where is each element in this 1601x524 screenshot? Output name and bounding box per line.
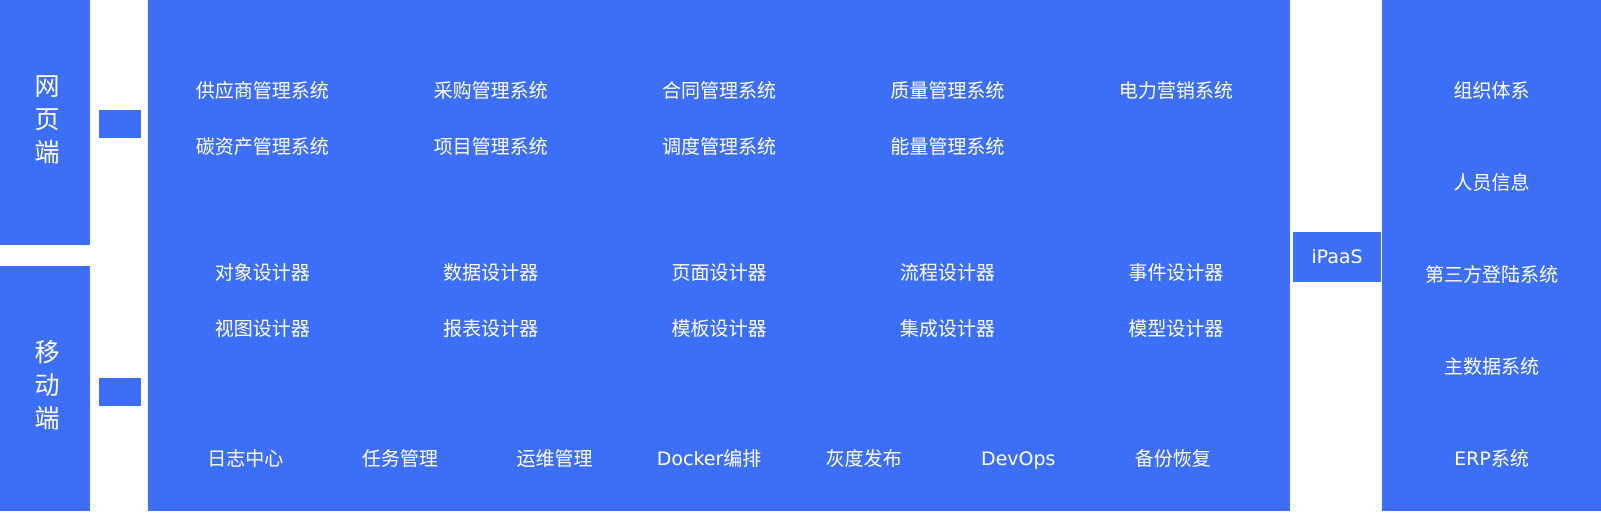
ops-node: 备份恢复 [1134, 448, 1211, 470]
designer-node: 事件设计器 [1128, 262, 1224, 284]
designers-row-2: 视图设计器 报表设计器 模板设计器 集成设计器 模型设计器 [148, 317, 1290, 341]
ops-node: 任务管理 [361, 448, 438, 470]
designer-node: 数据设计器 [443, 262, 539, 284]
app-node: 项目管理系统 [433, 136, 548, 158]
app-node-empty [1062, 135, 1290, 159]
designer-node: 对象设计器 [214, 262, 310, 284]
app-node: 采购管理系统 [433, 80, 548, 102]
ipaas-bridge: iPaaS [1293, 232, 1381, 282]
app-node: 能量管理系统 [890, 136, 1005, 158]
external-system-node: ERP系统 [1454, 448, 1529, 470]
app-node: 碳资产管理系统 [195, 136, 329, 158]
ipaas-label: iPaaS [1311, 246, 1363, 268]
designer-node: 流程设计器 [899, 262, 995, 284]
client-block-mobile: 移动端 [0, 266, 90, 511]
connector-mobile [99, 378, 141, 406]
external-system-node: 第三方登陆系统 [1424, 264, 1558, 286]
designer-node: 视图设计器 [214, 318, 310, 340]
app-node: 电力营销系统 [1118, 80, 1233, 102]
designer-node: 报表设计器 [443, 318, 539, 340]
ops-node: 日志中心 [207, 448, 284, 470]
client-block-web: 网页端 [0, 0, 90, 245]
apps-row-1: 供应商管理系统 采购管理系统 合同管理系统 质量管理系统 电力营销系统 [148, 79, 1290, 103]
client-block-mobile-label: 移动端 [31, 339, 60, 438]
designer-node: 模板设计器 [671, 318, 767, 340]
designer-node: 页面设计器 [671, 262, 767, 284]
ops-row: 日志中心 任务管理 运维管理 Docker编排 灰度发布 DevOps 备份恢复 [148, 447, 1290, 471]
external-system-node: 组织体系 [1453, 80, 1530, 102]
platform-panel: 供应商管理系统 采购管理系统 合同管理系统 质量管理系统 电力营销系统 碳资产管… [148, 0, 1290, 511]
ops-node: 运维管理 [516, 448, 593, 470]
apps-row-2: 碳资产管理系统 项目管理系统 调度管理系统 能量管理系统 [148, 135, 1290, 159]
external-systems-panel: 组织体系 人员信息 第三方登陆系统 主数据系统 ERP系统 [1382, 0, 1601, 511]
app-node: 供应商管理系统 [195, 80, 329, 102]
designers-row-1: 对象设计器 数据设计器 页面设计器 流程设计器 事件设计器 [148, 261, 1290, 285]
designer-node: 模型设计器 [1128, 318, 1224, 340]
app-node: 调度管理系统 [662, 136, 777, 158]
app-node: 合同管理系统 [662, 80, 777, 102]
connector-web [99, 110, 141, 138]
ops-node: 灰度发布 [825, 448, 902, 470]
ops-node: DevOps [980, 448, 1056, 470]
ops-node: Docker编排 [656, 448, 762, 470]
external-system-node: 人员信息 [1453, 172, 1530, 194]
client-block-web-label: 网页端 [31, 73, 60, 172]
designer-node: 集成设计器 [899, 318, 995, 340]
app-node: 质量管理系统 [890, 80, 1005, 102]
external-system-node: 主数据系统 [1443, 356, 1539, 378]
